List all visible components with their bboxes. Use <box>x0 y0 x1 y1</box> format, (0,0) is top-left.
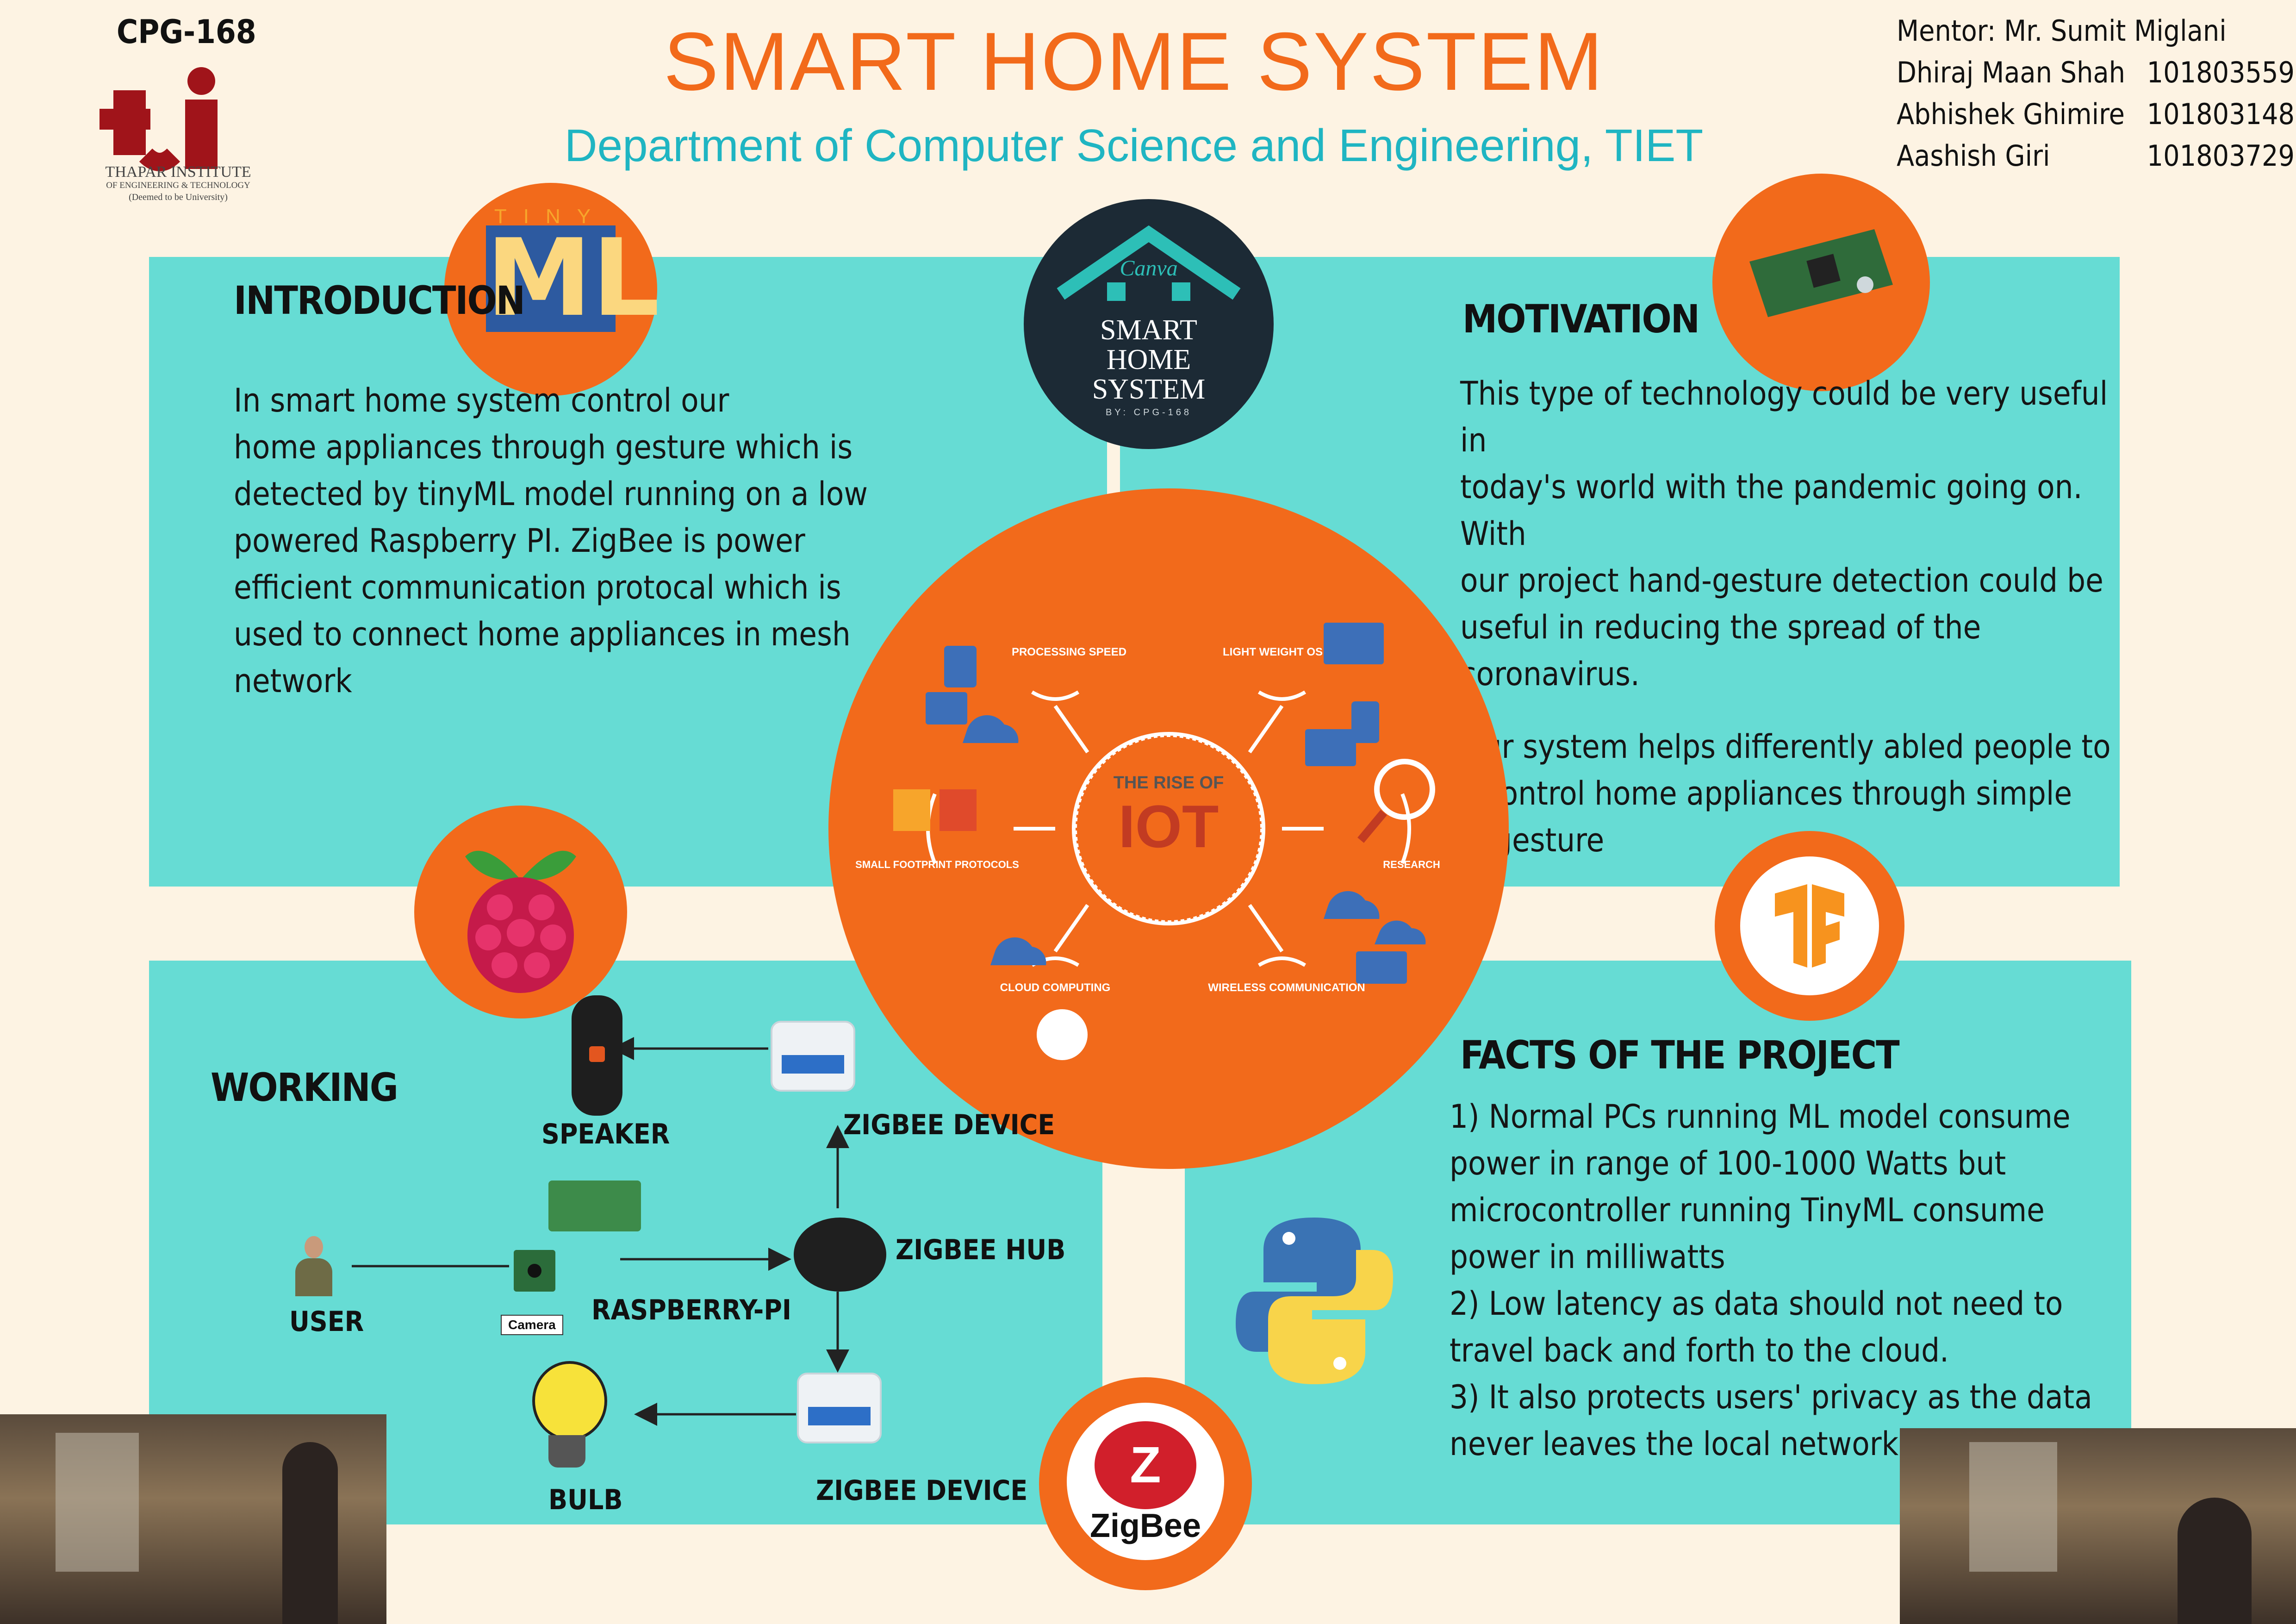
zigbee-device-bottom-icon <box>797 1373 882 1443</box>
facts-line: 2) Low latency as data should not need t… <box>1450 1285 2063 1323</box>
facts-line: never leaves the local network. <box>1450 1425 1908 1463</box>
motivation-line: today's world with the pandemic going on… <box>1460 468 2083 553</box>
motivation-line: gesture <box>1493 821 1605 859</box>
institute-line2: OF ENGINEERING & TECHNOLOGY <box>106 181 250 190</box>
intro-line: powered Raspberry PI. ZigBee is power <box>234 522 805 560</box>
iot-circle: THE RISE OF IOT PROCESSING SPEED LIGHT W… <box>828 488 1509 1169</box>
camera-module-icon <box>514 1250 555 1292</box>
speaker-label: SPEAKER <box>541 1118 670 1150</box>
institute-name: THAPAR INSTITUTE <box>105 163 251 181</box>
facts-line: 1) Normal PCs running ML model consume <box>1450 1098 2071 1136</box>
logo-line2: HOME <box>1106 344 1191 375</box>
iot-spoke-label: WIRELESS COMMUNICATION <box>1208 981 1365 994</box>
member-name: Dhiraj Maan Shah <box>1897 56 2126 89</box>
pi-zero-board-icon <box>1749 229 1893 317</box>
intro-line: network <box>234 662 352 700</box>
page-title: SMART HOME SYSTEM <box>663 15 1605 107</box>
zigbee-brand: ZigBee <box>1089 1507 1201 1544</box>
member-name: Abhishek Ghimire <box>1897 97 2125 131</box>
tinyml-badge: TINY ML <box>444 183 660 396</box>
intro-line: detected by tinyML model running on a lo… <box>234 475 868 513</box>
facts-heading: FACTS OF THE PROJECT <box>1460 1032 1900 1078</box>
iot-spoke-label: CLOUD COMPUTING <box>1000 981 1111 994</box>
demo-photo-left <box>0 1414 386 1624</box>
zigbee-z-icon <box>1095 1421 1196 1509</box>
iot-center-top: THE RISE OF <box>1113 773 1224 793</box>
iot-spoke-label: LIGHT WEIGHT OS <box>1223 646 1323 658</box>
iot-spoke-label: RESEARCH <box>1383 859 1440 870</box>
intro-line: used to connect home appliances in mesh <box>234 615 851 653</box>
facts-line: microcontroller running TinyML consume <box>1450 1191 2045 1229</box>
member-name: Aashish Giri <box>1897 139 2050 173</box>
member-roll: 101803559 <box>2147 56 2295 89</box>
canva-logo: Canva SMART HOME SYSTEM BY: CPG-168 <box>1024 199 1274 449</box>
bulb-label: BULB <box>548 1484 623 1516</box>
member-roll: 101803729 <box>2147 139 2295 173</box>
motivation-line: This type of technology could be very us… <box>1460 375 2108 459</box>
intro-line: In smart home system control our <box>234 381 729 419</box>
iot-spoke-label: PROCESSING SPEED <box>1011 646 1127 658</box>
facts-line: travel back and forth to the cloud. <box>1450 1331 1949 1369</box>
motivation-line: useful in reducing the spread of the cor… <box>1460 608 1981 693</box>
member-row: Abhishek Ghimire 101803148 <box>1897 94 2295 135</box>
raspberry-pi-logo-icon <box>465 850 576 993</box>
logo-line1: SMART <box>1100 314 1197 346</box>
motivation-line: our project hand-gesture detection could… <box>1460 562 2103 600</box>
zigbee-device-top-label: ZIGBEE DEVICE <box>843 1109 1055 1141</box>
institute-line3: (Deemed to be University) <box>129 192 228 202</box>
member-row: Aashish Giri 101803729 <box>1897 135 2295 177</box>
camera-label: Camera <box>501 1315 563 1335</box>
member-row: Dhiraj Maan Shah 101803559 <box>1897 52 2295 94</box>
raspberry-pi-board-icon <box>548 1181 641 1231</box>
iot-center-main: IOT <box>1118 793 1219 860</box>
raspberry-zero-badge <box>1712 174 1930 391</box>
team-info: Mentor: Mr. Sumit Miglani Dhiraj Maan Sh… <box>1897 10 2295 177</box>
working-heading: WORKING <box>211 1065 398 1110</box>
page-subtitle: Department of Computer Science and Engin… <box>564 120 1704 171</box>
cpg-code: CPG-168 <box>117 13 256 51</box>
zigbee-device-top-icon <box>771 1021 855 1092</box>
raspberry-pi-label: RASPBERRY-PI <box>591 1294 791 1326</box>
mentor-name: Mentor: Mr. Sumit Miglani <box>1897 14 2227 48</box>
introduction-body: In smart home system control our home ap… <box>234 377 1067 705</box>
logo-by: BY: CPG-168 <box>1105 407 1192 418</box>
facts-line: power in milliwatts <box>1450 1238 1725 1276</box>
iot-spoke-label: SMALL FOOTPRINT PROTOCOLS <box>855 859 1019 870</box>
python-logo-icon <box>1236 1213 1393 1389</box>
bulb-icon <box>525 1352 609 1477</box>
user-label: USER <box>289 1305 364 1338</box>
iot-spokes-graphic <box>893 623 1435 1060</box>
tensorflow-badge <box>1715 831 1904 1021</box>
motivation-line: Our system helps differently abled peopl… <box>1460 728 2111 766</box>
house-roof-icon <box>1057 225 1241 301</box>
motivation-body: This type of technology could be very us… <box>1460 370 2117 864</box>
zigbee-hub-label: ZIGBEE HUB <box>896 1234 1066 1266</box>
tensorflow-logo-icon <box>1775 884 1844 968</box>
intro-line: home appliances through gesture which is <box>234 428 853 466</box>
ti-logo-icon <box>100 67 218 171</box>
tinyml-top: TINY <box>494 205 608 228</box>
motivation-heading: MOTIVATION <box>1462 296 1700 342</box>
zigbee-badge: Z ZigBee <box>1039 1377 1252 1590</box>
facts-line: power in range of 100-1000 Watts but <box>1450 1144 2006 1182</box>
user-icon <box>295 1236 332 1296</box>
motivation-line: control home appliances through simple <box>1484 775 2072 812</box>
zigbee-device-bottom-label: ZIGBEE DEVICE <box>816 1474 1028 1507</box>
canva-brand: Canva <box>1120 256 1178 281</box>
member-roll: 101803148 <box>2147 97 2295 131</box>
speaker-icon <box>572 995 622 1116</box>
facts-body: 1) Normal PCs running ML model consume p… <box>1450 1093 2125 1468</box>
thapar-logo: THAPAR INSTITUTE OF ENGINEERING & TECHNO… <box>90 58 266 211</box>
facts-line: 3) It also protects users' privacy as th… <box>1450 1378 2092 1416</box>
demo-photo-right <box>1900 1428 2296 1624</box>
intro-line: efficient communication protocal which i… <box>234 568 841 606</box>
logo-line3: SYSTEM <box>1092 374 1206 405</box>
raspberry-badge <box>414 806 627 1018</box>
introduction-heading: INTRODUCTION <box>234 278 525 323</box>
zigbee-hub-icon <box>794 1218 886 1292</box>
